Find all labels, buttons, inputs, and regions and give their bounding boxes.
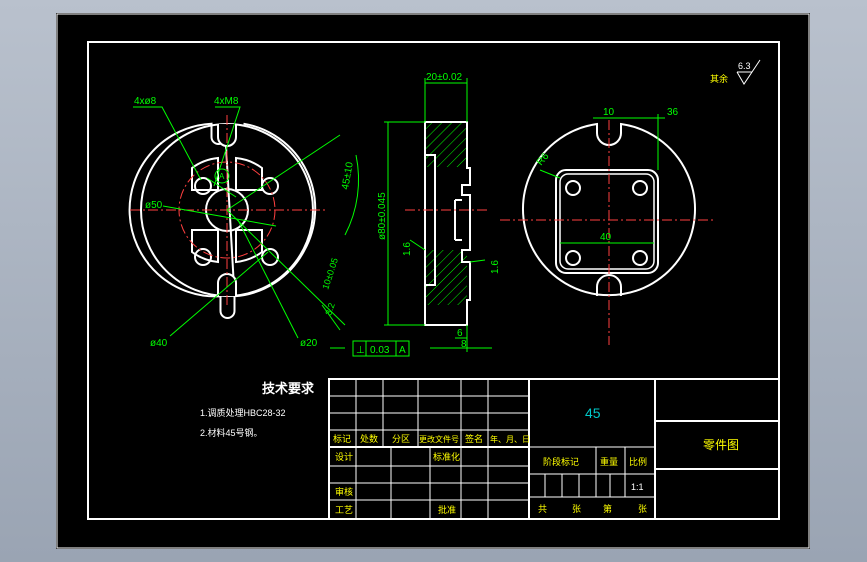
roughness-note: 其余 6.3 bbox=[710, 59, 761, 85]
tol-symbol: ⊥ bbox=[356, 345, 365, 356]
label-dia80: ø80±0.045 bbox=[377, 192, 388, 240]
tb-stage-mark: 阶段标记 bbox=[543, 456, 579, 467]
roughness-symbol bbox=[736, 59, 761, 85]
tb-scale-label: 比例 bbox=[629, 456, 647, 467]
roughness-prefix: 其余 bbox=[710, 73, 728, 84]
requirement-2: 2.材料45号钢。 bbox=[200, 427, 263, 438]
leader-4x8 bbox=[133, 106, 202, 181]
pitch-circle bbox=[178, 161, 276, 259]
tol-box bbox=[352, 340, 410, 357]
label-40: 40 bbox=[600, 232, 612, 243]
tb-approve: 批准 bbox=[438, 504, 456, 515]
section-hatch-bottom bbox=[425, 250, 467, 305]
rv-hole-br bbox=[632, 250, 648, 266]
angle-arc bbox=[344, 154, 360, 236]
leader-datum bbox=[206, 177, 237, 198]
rv-hole-bl bbox=[565, 250, 581, 266]
tb-header-sign: 签名 bbox=[465, 433, 483, 444]
tb-drawing-name: 零件图 bbox=[703, 438, 739, 452]
label-radial-b: 3.2 bbox=[323, 302, 336, 317]
tb-header-zone: 分区 bbox=[392, 434, 410, 444]
tb-header-count: 处数 bbox=[360, 433, 378, 444]
section-hatch-top bbox=[425, 122, 467, 167]
tb-scale-value: 1:1 bbox=[631, 482, 644, 492]
requirements: 技术要求 1.调质处理HBC28-32 2.材料45号钢。 bbox=[200, 381, 315, 438]
tb-frame bbox=[328, 378, 780, 520]
leader-dia50 bbox=[162, 205, 277, 227]
angle-line-1 bbox=[226, 134, 341, 211]
tb-review: 审核 bbox=[335, 486, 353, 497]
tb-sheet-unit: 张 bbox=[572, 504, 581, 514]
label-dia50: ø50 bbox=[145, 200, 163, 211]
rv-hole-tl bbox=[565, 180, 581, 196]
hole-tr bbox=[261, 177, 279, 195]
label-10: 10 bbox=[603, 107, 615, 118]
tb-process: 工艺 bbox=[335, 505, 353, 515]
leader-dia20 bbox=[237, 219, 299, 339]
square-boss bbox=[555, 169, 659, 274]
radial-line bbox=[226, 209, 346, 326]
tb-sheet-unit2: 张 bbox=[638, 504, 647, 514]
leader-4xm8 bbox=[213, 106, 241, 187]
dim-r6-leader bbox=[539, 169, 561, 179]
rough-left-mark bbox=[409, 239, 426, 251]
tb-standardize: 标准化 bbox=[433, 451, 460, 462]
label-4x8: 4xø8 bbox=[134, 96, 157, 107]
tb-header-date: 年、月、日 bbox=[490, 434, 530, 444]
tb-header-mark: 标记 bbox=[333, 433, 351, 444]
title-block bbox=[328, 378, 780, 520]
outer-frame bbox=[56, 13, 810, 549]
radial-ext bbox=[321, 304, 341, 331]
label-rough-left: 1.6 bbox=[402, 242, 413, 256]
label-datum-a: A bbox=[219, 172, 225, 181]
leader-dia40 bbox=[169, 251, 269, 337]
requirement-1: 1.调质处理HBC28-32 bbox=[200, 407, 286, 418]
label-6: 6 bbox=[457, 328, 463, 339]
tol-datum: A bbox=[399, 345, 406, 356]
tb-design: 设计 bbox=[335, 451, 353, 462]
label-4xm8: 4xM8 bbox=[214, 96, 239, 107]
rough-right-mark bbox=[469, 259, 486, 263]
hole-tl bbox=[194, 177, 212, 195]
tb-header-doc: 更改文件号 bbox=[419, 434, 459, 444]
inner-square bbox=[559, 173, 655, 270]
label-36: 36 bbox=[667, 107, 679, 118]
side-profile bbox=[424, 121, 471, 326]
tb-material: 45 bbox=[585, 405, 601, 421]
right-view: 10 36 R6 40 bbox=[500, 107, 715, 345]
hole-bl bbox=[194, 248, 212, 266]
tolerance-frame: ⊥ 0.03 A bbox=[330, 340, 410, 357]
front-view: 4xø8 4xM8 A ø50 ø40 ø20 45±10 10±0.05 3.… bbox=[128, 96, 410, 357]
tol-value: 0.03 bbox=[370, 345, 390, 356]
side-view: 20±0.02 ø80±0.045 1.6 1.6 6 8 bbox=[377, 72, 501, 352]
label-rough-right: 1.6 bbox=[490, 260, 501, 274]
label-dia40: ø40 bbox=[150, 338, 168, 349]
tb-weight: 重量 bbox=[600, 456, 618, 467]
label-8: 8 bbox=[461, 339, 467, 350]
rv-hole-tr bbox=[632, 180, 648, 196]
label-20-tol: 20±0.02 bbox=[426, 72, 463, 83]
datum-circle bbox=[214, 168, 230, 184]
cross-recess bbox=[191, 156, 263, 264]
right-outer-contour bbox=[522, 122, 696, 297]
tb-sheet-no: 第 bbox=[603, 503, 612, 514]
label-angle: 45±10 bbox=[340, 161, 356, 191]
tb-sheet-total: 共 bbox=[538, 504, 547, 514]
requirements-title: 技术要求 bbox=[262, 381, 315, 396]
label-dia20: ø20 bbox=[300, 338, 318, 349]
roughness-value: 6.3 bbox=[738, 61, 751, 71]
